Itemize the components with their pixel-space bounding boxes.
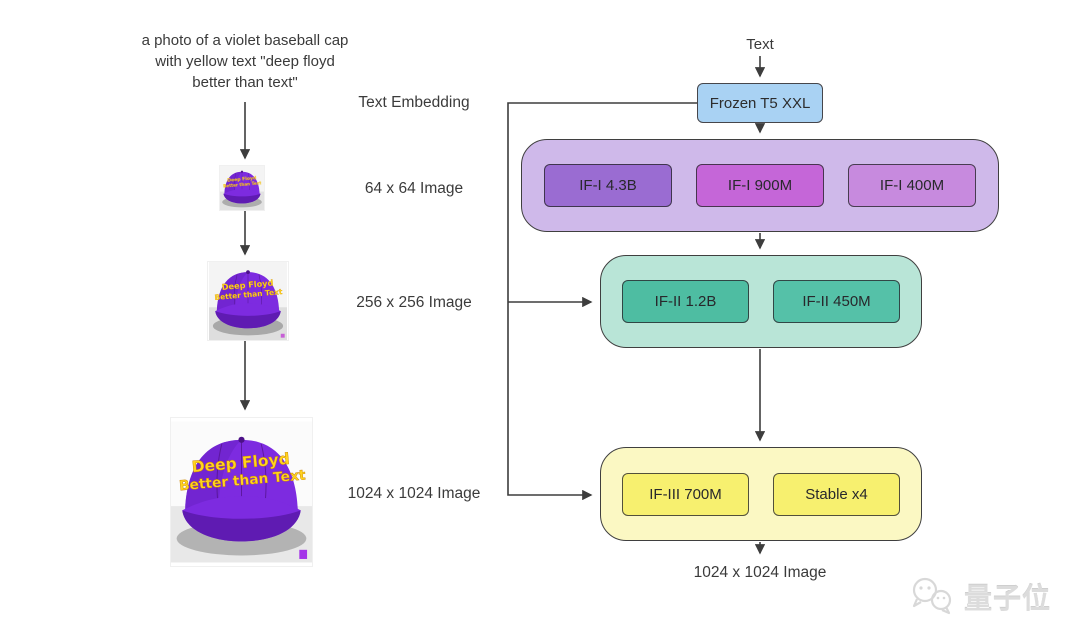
if-logo-badge (280, 333, 285, 338)
label-1024x1024-image: 1024 x 1024 Image (347, 485, 481, 502)
flow-input-label: Text (746, 36, 774, 53)
generated-image-1024: Deep Floyd Better than Text (171, 418, 312, 566)
module-stable-x4: Stable x4 (773, 472, 900, 516)
generated-image-64: Deep Floyd Better than Text (220, 166, 264, 210)
stage-if-ii-container: IF-II 1.2B IF-II 450M (600, 255, 922, 348)
stage-if-iii-container: IF-III 700M Stable x4 (600, 447, 922, 541)
wechat-bubbles-icon (912, 577, 952, 615)
module-if-iii-700m: IF-III 700M (622, 472, 749, 516)
watermark-brand-text: 量子位 (964, 583, 1052, 614)
flow-output-label: 1024 x 1024 Image (693, 564, 827, 581)
qbitai-watermark: 量子位 (906, 576, 1051, 618)
prompt-line-1: a photo of a violet baseball cap (141, 32, 349, 49)
module-if-i-400m: IF-I 400M (848, 164, 976, 207)
label-64x64-image: 64 x 64 Image (364, 180, 464, 197)
if-logo-badge (299, 549, 308, 559)
baseball-cap-image-medium: Deep Floyd Better than Text (209, 262, 287, 340)
cap-text-line-2: Better than Text (223, 180, 262, 188)
generated-image-256: Deep Floyd Better than Text (208, 262, 288, 340)
module-if-i-4-3b: IF-I 4.3B (544, 164, 672, 207)
module-if-ii-1-2b: IF-II 1.2B (622, 280, 749, 323)
prompt-line-3: better than text" (192, 74, 298, 91)
prompt-text: a photo of a violet baseball cap with ye… (118, 30, 372, 93)
module-if-i-900m: IF-I 900M (696, 164, 824, 207)
baseball-cap-image-small: Deep Floyd Better than Text (220, 166, 264, 210)
baseball-cap-image-large: Deep Floyd Better than Text (171, 421, 312, 563)
prompt-line-2: with yellow text "deep floyd (155, 53, 335, 70)
label-text-embedding: Text Embedding (358, 94, 470, 111)
node-frozen-t5-xxl: Frozen T5 XXL (697, 83, 823, 123)
cap-text-line-1: Deep Floyd (227, 175, 257, 184)
module-if-ii-450m: IF-II 450M (773, 280, 900, 323)
stage-if-i-container: IF-I 4.3B IF-I 900M IF-I 400M (521, 139, 999, 232)
label-256x256-image: 256 x 256 Image (356, 294, 472, 311)
cap-text-line-1: Deep Floyd (221, 278, 274, 292)
